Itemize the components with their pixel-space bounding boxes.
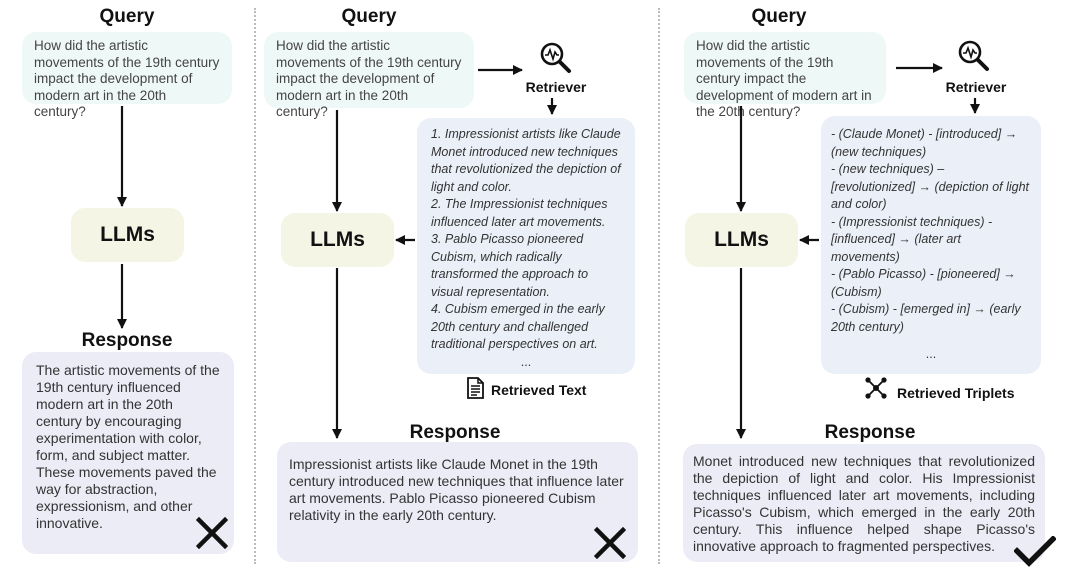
query-box-3: How did the artistic movements of the 19… xyxy=(684,32,886,119)
response-title-1: Response xyxy=(81,330,173,351)
retrieved-triplet: - (Pablo Picasso) - [pioneered] → (Cubis… xyxy=(831,267,1016,299)
retrieved-triplets-label: Retrieved Triplets xyxy=(897,385,1015,401)
retrieved-triplet: - (Cubism) - [emerged in] → (early 20th … xyxy=(831,302,1021,334)
retrieved-text-box: 1. Impressionist artists like Claude Mon… xyxy=(417,118,635,374)
response-box-2: Impressionist artists like Claude Monet … xyxy=(277,442,638,562)
cross-icon xyxy=(594,527,626,559)
retrieved-triplet: - (Impressionist techniques) - [influenc… xyxy=(831,214,993,264)
query-title-1: Query xyxy=(99,6,155,27)
response-box-3: Monet introduced new techniques that rev… xyxy=(683,444,1045,562)
llm-box-1: LLMs xyxy=(71,208,184,262)
retrieved-line: 2. The Impressionist techniques influenc… xyxy=(431,197,608,229)
retrieved-line: 4. Cubism emerged in the early 20th cent… xyxy=(431,302,605,351)
query-title-3: Query xyxy=(751,6,807,27)
query-box-2: How did the artistic movements of the 19… xyxy=(264,32,474,119)
retriever-search-icon xyxy=(540,42,571,73)
retrieved-triplet: - (new techniques) – [revolutionized] → … xyxy=(831,162,1030,211)
retrieved-text-label: Retrieved Text xyxy=(491,382,587,398)
query-box-1: How did the artistic movements of the 19… xyxy=(22,32,232,119)
retriever-label-3: Retriever xyxy=(945,79,1007,95)
panel-divider-2 xyxy=(658,8,660,564)
document-icon xyxy=(467,377,484,399)
retrieved-ellipsis: ... xyxy=(520,354,532,369)
cross-icon xyxy=(196,517,228,549)
retrieved-line: 1. Impressionist artists like Claude Mon… xyxy=(431,127,621,194)
check-icon xyxy=(1014,536,1056,567)
response-title-2: Response xyxy=(409,422,501,443)
graph-icon xyxy=(865,377,887,399)
llm-box-3: LLMs xyxy=(685,213,798,267)
retrieved-line: 3. Pablo Picasso pioneered Cubism, which… xyxy=(431,232,589,299)
retriever-search-icon xyxy=(958,40,989,71)
response-title-3: Response xyxy=(824,422,916,443)
retrieved-triplet: - (Claude Monet) - [introduced] → (new t… xyxy=(831,127,1018,159)
query-title-2: Query xyxy=(341,6,397,27)
retrieved-ellipsis: ... xyxy=(925,347,937,361)
llm-box-2: LLMs xyxy=(281,213,394,267)
retrieved-triplets-box: - (Claude Monet) - [introduced] → (new t… xyxy=(821,116,1041,374)
retriever-label-2: Retriever xyxy=(525,79,587,95)
panel-divider-1 xyxy=(254,8,256,564)
